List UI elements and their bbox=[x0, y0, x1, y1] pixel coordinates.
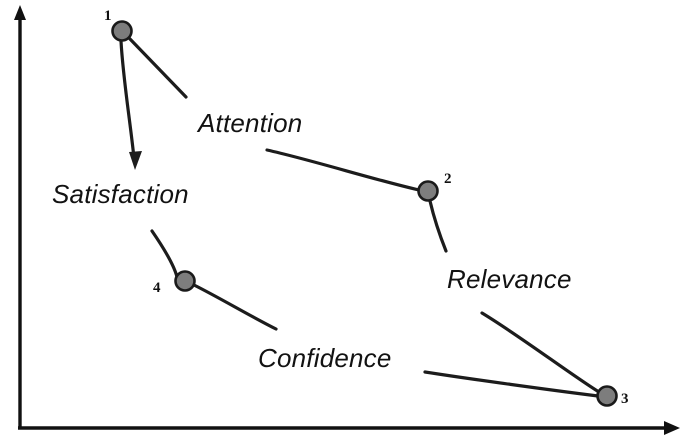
label-confidence: Confidence bbox=[258, 343, 392, 373]
y-axis-arrowhead bbox=[14, 5, 26, 20]
node-4-dot[interactable] bbox=[174, 270, 196, 292]
node-1-dot[interactable] bbox=[111, 20, 133, 42]
phase-labels-group: Attention Satisfaction Relevance Confide… bbox=[52, 108, 572, 373]
curve-relevance-to-node3 bbox=[480, 311, 601, 394]
curve-into-node4 bbox=[150, 229, 179, 279]
label-relevance: Relevance bbox=[447, 264, 572, 294]
node-1-number: 1 bbox=[104, 8, 112, 24]
node-2-number: 2 bbox=[444, 171, 452, 187]
curve-node2-to-relevance bbox=[428, 199, 448, 253]
nodes-group: 1 2 3 4 bbox=[104, 8, 629, 407]
curve-node4-to-confidence bbox=[192, 283, 278, 331]
node-3-number: 3 bbox=[621, 391, 629, 407]
x-axis-arrowhead bbox=[664, 421, 680, 435]
curve-attention-to-node2 bbox=[265, 148, 421, 192]
curve-confidence-to-node3 bbox=[423, 370, 600, 398]
node-2-dot[interactable] bbox=[417, 180, 439, 202]
curves-group bbox=[119, 37, 601, 398]
node-4-number: 4 bbox=[153, 280, 161, 296]
label-attention: Attention bbox=[196, 108, 302, 138]
node-3-dot[interactable] bbox=[596, 385, 618, 407]
satisfaction-arrowhead bbox=[129, 151, 142, 170]
curve-node1-to-attention bbox=[128, 37, 188, 99]
label-satisfaction: Satisfaction bbox=[52, 179, 189, 209]
axes-group bbox=[14, 5, 680, 435]
curve-node1-to-satisfaction bbox=[119, 39, 136, 160]
